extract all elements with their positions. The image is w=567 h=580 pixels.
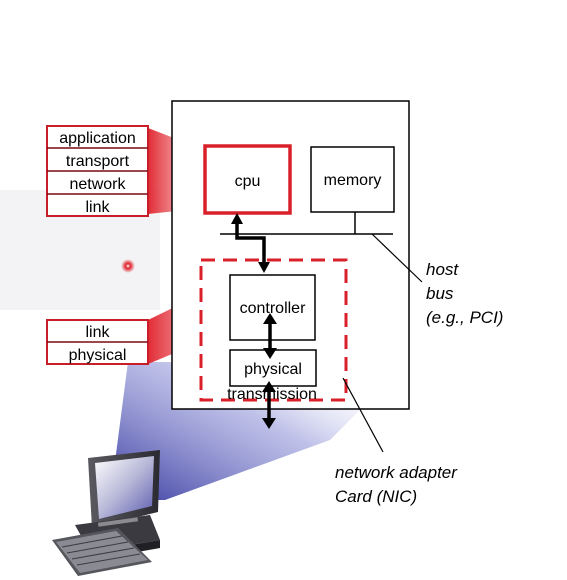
physical-label: physical: [244, 361, 302, 378]
nic-label-line1: network adapter: [335, 463, 458, 482]
up-arrowhead-icon: [262, 381, 276, 392]
stack-layer-network: network: [69, 176, 126, 193]
down-arrowhead-icon: [262, 418, 276, 429]
stack-layer-application: application: [59, 130, 136, 147]
host-bus-label-line2: bus: [426, 284, 454, 303]
host-bus-label-line1: host: [426, 260, 459, 279]
stack-layer-link-upper: link: [85, 199, 110, 216]
down-arrowhead-icon: [263, 348, 277, 359]
nic-label-line2: Card (NIC): [335, 487, 417, 506]
nic-callout-line: [342, 377, 384, 453]
stack-layer-transport: transport: [66, 153, 130, 170]
host-bus-label-line3: (e.g., PCI): [426, 308, 503, 327]
stack-layer-physical: physical: [69, 347, 127, 364]
protocol-stack-lower: link physical: [46, 319, 149, 365]
cpu-label: cpu: [235, 173, 261, 190]
cpu-box: [203, 144, 292, 215]
laser-pointer-dot: [121, 259, 135, 273]
memory-box: [310, 146, 395, 213]
desktop-computer-icon: [52, 450, 160, 576]
controller-label: controller: [240, 300, 306, 317]
controller-arrowhead: [258, 262, 270, 273]
controller-box: [229, 274, 316, 341]
stack-layer-link-lower: link: [85, 324, 110, 341]
transmission-label: transmission: [227, 386, 317, 403]
host-bus-callout-line: [371, 233, 423, 283]
protocol-stack-upper: application transport network link: [46, 125, 149, 217]
up-arrowhead-icon: [263, 313, 277, 324]
cpu-arrowhead: [231, 213, 243, 224]
memory-label: memory: [324, 172, 382, 189]
cpu-bus-path: [235, 222, 266, 264]
nic-dashed-boundary: [199, 258, 348, 402]
